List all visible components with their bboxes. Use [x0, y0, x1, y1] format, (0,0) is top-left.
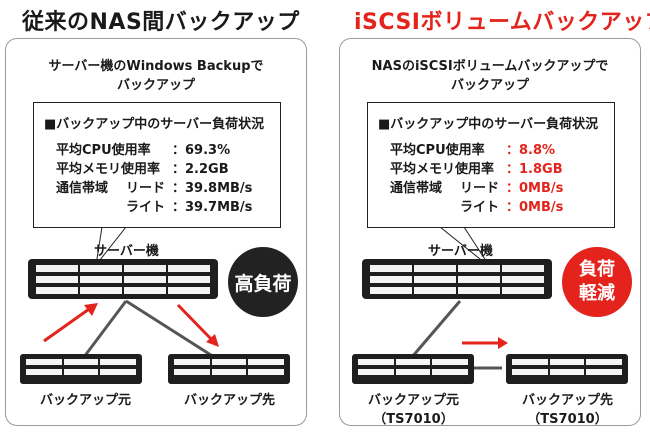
right-badge-line1: 負荷 — [579, 259, 615, 280]
left-mem-value: ：2.2GB — [172, 162, 229, 177]
left-title: 従来のNAS間バックアップ — [22, 10, 300, 35]
right-write-label: ライト — [460, 200, 500, 215]
left-high-load-badge: 高負荷 — [228, 247, 298, 317]
right-source-model: （TS7010） — [373, 412, 454, 427]
right-dest-model: （TS7010） — [527, 412, 608, 427]
right-dest-label: バックアップ先 （TS7010） — [522, 391, 613, 429]
right-badge-line2: 軽減 — [579, 283, 615, 304]
left-cpu-value: ：69.3% — [172, 143, 231, 158]
right-write-value: ：0MB/s — [506, 200, 564, 215]
right-panel: NASのiSCSIボリュームバックアップで バックアップ ■バックアップ中のサー… — [339, 38, 641, 429]
left-write-label: ライト — [126, 200, 166, 215]
left-write-value: ：39.7MB/s — [172, 200, 253, 215]
left-stats-bubble: ■バックアップ中のサーバー負荷状況 平均CPU使用率 ：69.3% 平均メモリ使… — [33, 102, 281, 228]
right-cpu-label: 平均CPU使用率 — [390, 143, 485, 158]
left-mem-label: 平均メモリ使用率 — [56, 162, 161, 177]
right-dest-name: バックアップ先 — [522, 393, 614, 408]
left-cpu-label: 平均CPU使用率 — [56, 143, 151, 158]
left-subtitle: サーバー機のWindows Backupで バックアップ — [6, 57, 306, 95]
right-mem-value: ：1.8GB — [506, 162, 563, 177]
left-source-label: バックアップ元 — [40, 393, 132, 408]
right-subtitle-line2: バックアップ — [450, 78, 529, 93]
left-panel: サーバー機のWindows Backupで バックアップ ■バックアップ中のサー… — [5, 38, 307, 426]
right-subtitle: NASのiSCSIボリュームバックアップで バックアップ — [340, 57, 640, 95]
right-server-unit — [352, 259, 628, 384]
left-subtitle-line1: サーバー機のWindows Backupで — [48, 59, 264, 74]
right-read-value: ：0MB/s — [506, 181, 564, 196]
left-diagram-graphics — [43, 226, 219, 359]
right-reduced-load-badge: 負荷 軽減 — [562, 247, 632, 317]
right-bw-label: 通信帯域 — [390, 181, 443, 196]
right-diagram-graphics — [410, 226, 508, 370]
right-source-label: バックアップ元 （TS7010） — [368, 391, 459, 429]
right-stats-bubble: ■バックアップ中のサーバー負荷状況 平均CPU使用率 ：8.8% 平均メモリ使用… — [367, 102, 615, 228]
left-server-label: サーバー機 — [94, 244, 159, 259]
left-dest-label: バックアップ先 — [184, 393, 276, 408]
right-title: iSCSIボリュームバックアップ — [354, 10, 650, 35]
left-server-unit — [20, 259, 290, 384]
right-read-label: リード — [460, 181, 500, 196]
right-subtitle-line1: NASのiSCSIボリュームバックアップで — [371, 59, 609, 74]
right-stats-header: ■バックアップ中のサーバー負荷状況 — [378, 117, 599, 132]
left-read-label: リード — [126, 181, 166, 196]
left-read-value: ：39.8MB/s — [172, 181, 253, 196]
left-bw-label: 通信帯域 — [56, 181, 109, 196]
left-stats-header: ■バックアップ中のサーバー負荷状況 — [44, 117, 265, 132]
right-mem-label: 平均メモリ使用率 — [390, 162, 495, 177]
right-source-name: バックアップ元 — [368, 393, 460, 408]
left-subtitle-line2: バックアップ — [116, 78, 195, 93]
right-server-label: サーバー機 — [428, 244, 493, 259]
left-badge-text: 高負荷 — [234, 272, 292, 295]
right-cpu-value: ：8.8% — [506, 143, 556, 158]
